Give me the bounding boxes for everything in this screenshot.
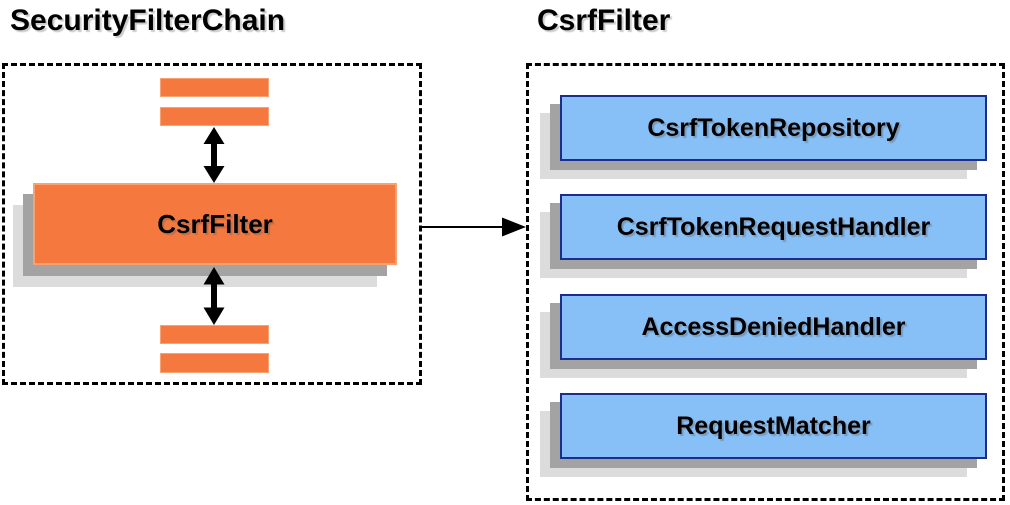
component-label: CsrfTokenRequestHandler [616, 212, 931, 241]
security-filter-chain-container [2, 63, 422, 385]
filter-placeholder-bar [160, 353, 269, 373]
filter-placeholder-bar [160, 107, 269, 126]
csrf-filter-components-container [526, 63, 1005, 501]
component-box-access-denied-handler: AccessDeniedHandler [560, 294, 987, 360]
csrf-filter-box-label: CsrfFilter [157, 208, 273, 239]
bidirectional-arrow-icon [203, 127, 225, 183]
security-filter-chain-title: SecurityFilterChain [10, 4, 286, 37]
component-label: CsrfTokenRepository [647, 113, 900, 142]
component-box-csrf-token-request-handler: CsrfTokenRequestHandler [560, 194, 987, 260]
filter-placeholder-bar [160, 325, 269, 344]
flow-arrow-icon [422, 217, 526, 237]
csrf-filter-box: CsrfFilter [33, 183, 397, 265]
component-label: AccessDeniedHandler [641, 312, 906, 341]
bidirectional-arrow-icon [203, 267, 225, 325]
filter-placeholder-bar [160, 78, 269, 97]
component-box-csrf-token-repository: CsrfTokenRepository [560, 95, 987, 161]
component-box-request-matcher: RequestMatcher [560, 393, 987, 459]
csrf-filter-title: CsrfFilter [537, 4, 671, 37]
component-label: RequestMatcher [676, 411, 871, 440]
